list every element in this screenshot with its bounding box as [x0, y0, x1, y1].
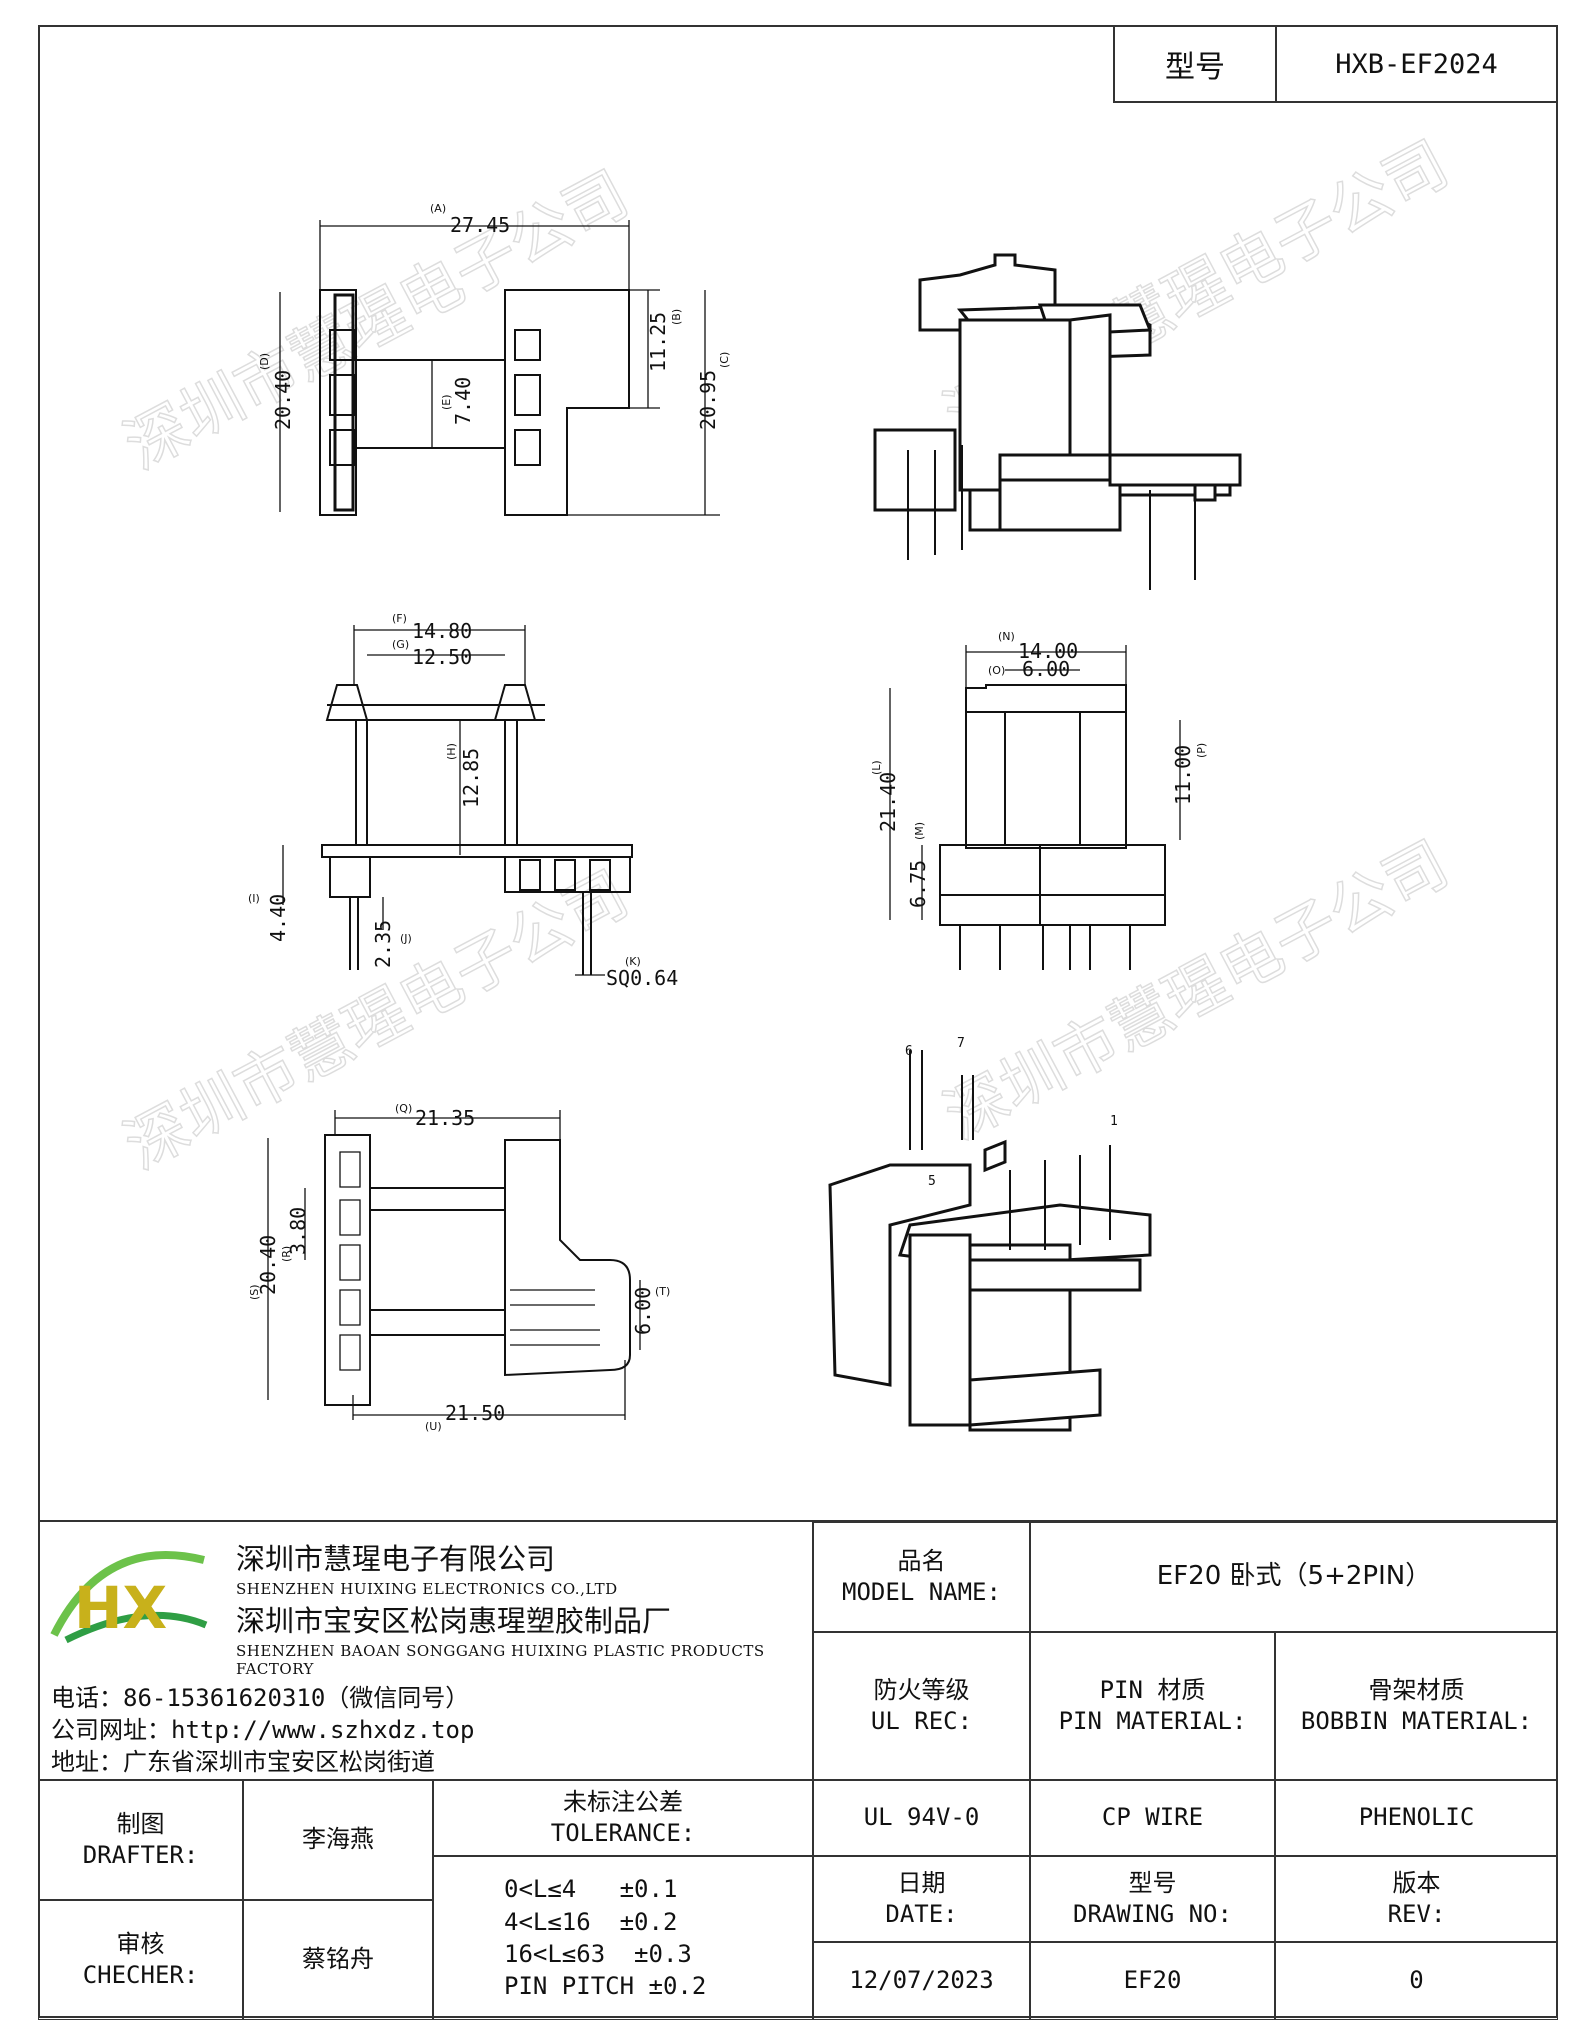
dim-H: 12.85 — [459, 748, 483, 808]
company-en-1: SHENZHEN HUIXING ELECTRONICS CO.,LTD — [236, 1580, 618, 1598]
model-header: 型号 HXB-EF2024 — [1113, 25, 1558, 103]
dim-A-label: (A) — [430, 202, 446, 215]
drafter-name: 李海燕 — [243, 1780, 433, 1900]
dim-O: 6.00 — [1022, 657, 1070, 681]
iso-view-bottom: 6 7 1 5 — [828, 1036, 1152, 1432]
dim-E: 7.40 — [451, 377, 475, 425]
dim-C: 20.95 — [696, 370, 720, 430]
dim-J: 2.35 — [371, 920, 395, 968]
pin-5-label: 5 — [928, 1174, 936, 1189]
model-value: HXB-EF2024 — [1335, 48, 1498, 80]
bobbin-value: PHENOLIC — [1275, 1780, 1558, 1856]
watermark: 深圳市慧瑆电子公司 — [113, 857, 640, 1183]
tolerance-row: 4<L≤16 ±0.2 — [504, 1907, 678, 1936]
model-name-label: 品名 MODEL NAME: — [813, 1522, 1030, 1632]
logo-text: HX — [74, 1574, 167, 1642]
dim-S-label: (S) — [248, 1284, 261, 1300]
dim-R: 3.80 — [286, 1207, 310, 1255]
dim-G-label: (G) — [392, 638, 409, 651]
dim-M-label: (M) — [913, 822, 926, 840]
tolerance-row: 16<L≤63 ±0.3 — [504, 1940, 692, 1968]
watermarks: 深圳市慧瑆电子公司 深圳市慧瑆电子公司 深圳市慧瑆电子公司 深圳市慧瑆电子公司 — [112, 126, 1460, 1184]
company-cn-2: 深圳市宝安区松岗惠瑆塑胶制品厂 — [236, 1604, 672, 1638]
watermark: 深圳市慧瑆电子公司 — [933, 827, 1460, 1153]
dim-K: SQ0.64 — [606, 966, 678, 990]
hx-logo-icon: HX — [50, 1551, 208, 1644]
tolerance-label: 未标注公差 TOLERANCE: — [433, 1780, 813, 1856]
tolerance-table: 0<L≤4 ±0.1 4<L≤16 ±0.2 16<L≤63 ±0.3 PIN … — [433, 1856, 813, 2020]
technical-drawings: 深圳市慧瑆电子公司 深圳市慧瑆电子公司 深圳市慧瑆电子公司 深圳市慧瑆电子公司 … — [112, 126, 1460, 1433]
bobbin-material-label: 骨架材质 BOBBIN MATERIAL: — [1275, 1632, 1558, 1780]
drawing-no-value: EF20 — [1030, 1942, 1275, 2020]
bottom-view: (Q) 21.35 20.40 (S) 3.80 (R) 6.00 (T) (U… — [248, 1102, 670, 1433]
company-en-2: SHENZHEN BAOAN SONGGANG HUIXING PLASTIC … — [236, 1642, 765, 1678]
rev-value: 0 — [1275, 1942, 1558, 2020]
dim-O-label: (O) — [988, 664, 1005, 677]
dim-I-label: (I) — [248, 892, 260, 905]
dim-T-label: (T) — [655, 1285, 670, 1298]
pin-1-label: 1 — [1110, 1114, 1118, 1129]
date-value: 12/07/2023 — [813, 1942, 1030, 2020]
date-label: 日期 DATE: — [813, 1856, 1030, 1942]
dim-L-label: (L) — [870, 760, 883, 775]
dim-P-label: (P) — [1195, 743, 1208, 758]
ul-value: UL 94V-0 — [813, 1780, 1030, 1856]
pin-6-label: 6 — [905, 1044, 913, 1059]
dim-J-label: (J) — [400, 932, 412, 945]
watermark: 深圳市慧瑆电子公司 — [113, 157, 640, 483]
tolerance-row: 0<L≤4 ±0.1 — [504, 1875, 678, 1904]
dim-D: 20.40 — [271, 370, 295, 430]
dim-G: 12.50 — [412, 645, 472, 669]
dim-S: 20.40 — [256, 1235, 280, 1295]
company-cn-1: 深圳市慧瑆电子有限公司 — [236, 1542, 556, 1576]
dim-D-label: (D) — [258, 353, 271, 370]
drafter-label: 制图 DRAFTER: — [38, 1780, 243, 1900]
checker-name: 蔡铭舟 — [243, 1900, 433, 2020]
dim-N-label: (N) — [998, 630, 1015, 643]
top-view: (A) 27.45 20.40 (D) 7.40 (E) 11.25 (B) 2… — [258, 202, 731, 516]
phone: 电话：86-15361620310（微信同号） — [51, 1684, 470, 1712]
dim-B-label: (B) — [670, 309, 683, 325]
checker-label: 审核 CHECHER: — [38, 1900, 243, 2020]
ul-rec-label: 防火等级 UL REC: — [813, 1632, 1030, 1780]
dim-N: 14.00 — [1018, 639, 1078, 663]
front-view: (F) 14.80 (G) 12.50 12.85 (H) 4.40 (I) 2… — [248, 612, 678, 990]
dim-C-label: (C) — [718, 352, 731, 368]
pin-7-label: 7 — [957, 1036, 965, 1051]
dim-K-label: (K) — [625, 955, 641, 968]
drawing-frame — [38, 25, 1558, 2018]
dim-B: 11.25 — [646, 312, 670, 372]
website: 公司网址：http://www.szhxdz.top — [51, 1716, 475, 1744]
side-view: (N) 14.00 (O) 6.00 21.40 (L) 11.00 (P) 6… — [870, 630, 1208, 970]
company-info: HX 深圳市慧瑆电子有限公司 SHENZHEN HUIXING ELECTRON… — [38, 1522, 813, 1780]
dim-F: 14.80 — [412, 619, 472, 643]
pin-value: CP WIRE — [1030, 1780, 1275, 1856]
dim-M: 6.75 — [906, 860, 930, 908]
dim-E-label: (E) — [440, 394, 453, 410]
dim-F-label: (F) — [392, 612, 407, 625]
dim-P: 11.00 — [1171, 745, 1195, 805]
title-block: HX 深圳市慧瑆电子有限公司 SHENZHEN HUIXING ELECTRON… — [38, 1520, 1558, 2020]
pin-material-label: PIN 材质 PIN MATERIAL: — [1030, 1632, 1275, 1780]
rev-label: 版本 REV: — [1275, 1856, 1558, 1942]
drawing-no-label: 型号 DRAWING NO: — [1030, 1856, 1275, 1942]
dim-H-label: (H) — [445, 743, 458, 760]
dim-A: 27.45 — [450, 213, 510, 237]
tolerance-row: PIN PITCH ±0.2 — [504, 1972, 707, 2001]
dim-R-label: (R) — [280, 1246, 293, 1262]
model-label: 型号 — [1115, 27, 1277, 101]
dim-U: 21.50 — [445, 1401, 505, 1425]
dim-L: 21.40 — [876, 772, 900, 832]
model-name-value: EF20 卧式（5+2PIN） — [1030, 1522, 1558, 1632]
dim-I: 4.40 — [266, 894, 290, 942]
dim-Q-label: (Q) — [395, 1102, 412, 1115]
dim-T: 6.00 — [631, 1287, 655, 1335]
iso-view-top — [873, 253, 1242, 590]
address: 地址：广东省深圳市宝安区松岗街道 — [51, 1748, 435, 1776]
dim-Q: 21.35 — [415, 1106, 475, 1130]
dim-U-label: (U) — [425, 1420, 442, 1433]
